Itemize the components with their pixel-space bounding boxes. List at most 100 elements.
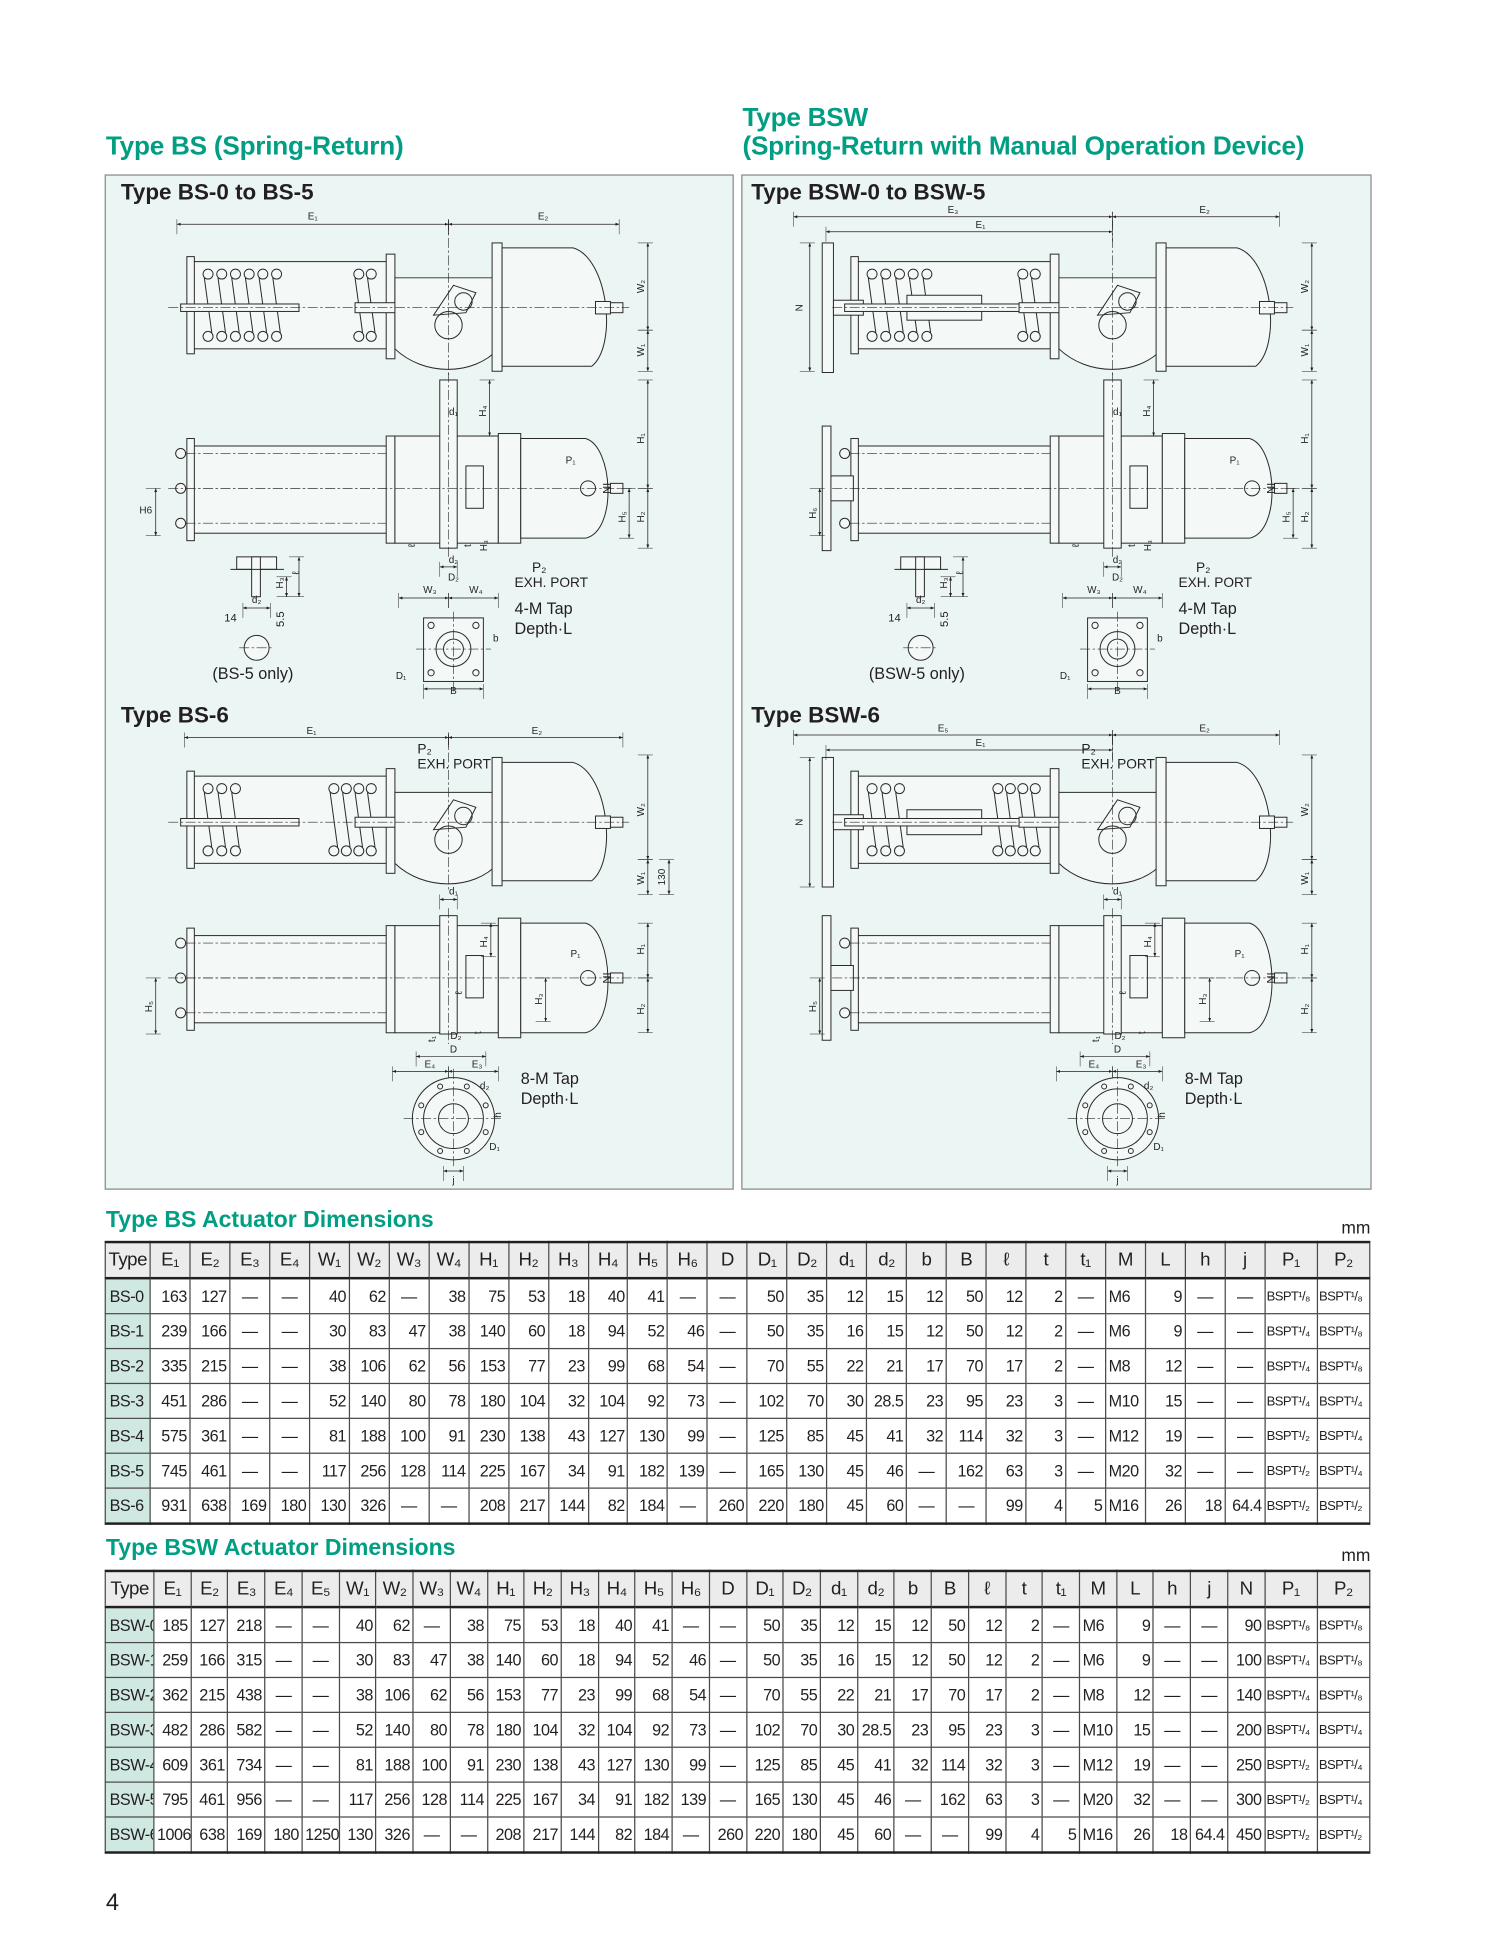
table-cell: BSPT¹/₂ <box>1316 1816 1371 1854</box>
table-cell: 99 <box>985 1487 1027 1525</box>
label-D2: D₂ <box>1114 1031 1125 1042</box>
table-cell: 100 <box>412 1746 451 1783</box>
table-cell: 70 <box>782 1711 821 1748</box>
label-P2: P₂ <box>532 560 546 575</box>
table-cell: 70 <box>746 1347 788 1385</box>
label-H1: H₁ <box>636 433 647 444</box>
table-cell: 140 <box>486 1641 525 1679</box>
spring-coil <box>866 268 878 280</box>
table-cell: BSPT¹/₄ <box>1316 1711 1371 1748</box>
table-cell: — <box>1065 1347 1107 1385</box>
table-cell: 45 <box>819 1781 858 1818</box>
label-E3: E₃ <box>472 1060 483 1071</box>
spring-coil <box>229 330 241 342</box>
spring-coil <box>893 845 905 857</box>
label-d1: d₁ <box>449 886 459 897</box>
table-cell: M6 <box>1078 1641 1118 1679</box>
table-cell: 38 <box>449 1606 488 1644</box>
table-cell: 38 <box>428 1313 470 1350</box>
column-header: H₆ <box>667 1241 709 1280</box>
spring-coil <box>1017 268 1029 280</box>
label-E1: E₁ <box>306 726 317 737</box>
table-cell: 106 <box>348 1347 390 1385</box>
column-header: b <box>893 1570 933 1609</box>
tap-hole <box>418 1129 425 1136</box>
table-cell: — <box>671 1606 710 1644</box>
table-cell: 62 <box>388 1347 430 1385</box>
yoke-arm <box>1096 799 1141 831</box>
table-cell: 32 <box>905 1417 947 1454</box>
table-cell: M6 <box>1104 1313 1146 1350</box>
table-cell: 734 <box>227 1746 266 1783</box>
table-cell: 28.5 <box>866 1382 908 1419</box>
bsw-section-subtitle: (Spring-Return with Manual Operation Dev… <box>742 132 1305 161</box>
table-cell: BSPT¹/₂ <box>1263 1746 1318 1783</box>
bs6-title: Type BS-6 <box>120 702 229 728</box>
column-header: b <box>905 1241 947 1280</box>
label-E2: E₂ <box>538 211 549 222</box>
column-header: D <box>706 1241 748 1280</box>
table-cell: — <box>388 1487 430 1525</box>
table-cell: 461 <box>189 1452 231 1489</box>
label-H4: H₄ <box>1143 936 1154 947</box>
bs-section-title: Type BS (Spring-Return) <box>105 132 404 161</box>
spring-coil <box>880 330 892 342</box>
table-cell: 47 <box>388 1313 430 1350</box>
table-cell: — <box>706 1347 748 1385</box>
table-cell: 28.5 <box>856 1711 896 1748</box>
table-cell: 104 <box>597 1711 636 1748</box>
table-cell: 165 <box>745 1781 784 1818</box>
spring-coil <box>921 268 933 280</box>
bs-table-unit: mm <box>1341 1217 1371 1238</box>
table-cell: M8 <box>1078 1676 1118 1713</box>
table-cell: 99 <box>587 1347 629 1385</box>
table-cell: 18 <box>560 1641 599 1679</box>
label-W2: W₂ <box>636 803 647 816</box>
spring-coil <box>992 845 1004 857</box>
table-cell: M16 <box>1078 1816 1118 1854</box>
table-cell: 166 <box>190 1641 229 1679</box>
column-header: D₂ <box>782 1570 821 1609</box>
table-cell: — <box>1189 1676 1229 1713</box>
column-header: Type <box>104 1241 151 1280</box>
table-cell: 35 <box>782 1641 821 1679</box>
label-W1: W₁ <box>636 871 647 884</box>
table-cell: 64.4 <box>1189 1816 1229 1854</box>
table-cell: 23 <box>560 1676 599 1713</box>
table-cell: — <box>1184 1452 1226 1489</box>
table-cell: 38 <box>308 1347 350 1385</box>
label-W3: W₃ <box>423 585 436 596</box>
type-cell: BSW-6 <box>104 1816 155 1854</box>
table-cell: 3 <box>1025 1382 1067 1419</box>
table-cell: 32 <box>560 1711 599 1748</box>
label-note: (BSW-5 only) <box>869 665 965 683</box>
table-cell: 260 <box>708 1816 747 1854</box>
tap-hole <box>1146 1102 1153 1109</box>
type-cell: BS-5 <box>104 1452 151 1489</box>
label-H3: H₃ <box>534 994 545 1005</box>
spring-coil <box>1017 783 1029 795</box>
label-H5: H₅ <box>144 1001 155 1012</box>
tie-rod-nut <box>839 937 851 949</box>
table-cell: — <box>1184 1417 1226 1454</box>
table-cell: 95 <box>945 1382 987 1419</box>
housing-end-flange <box>186 438 195 542</box>
table-cell: — <box>1189 1781 1229 1818</box>
table-cell: — <box>893 1816 933 1854</box>
table-cell: 166 <box>189 1313 231 1350</box>
table-cell: M8 <box>1104 1347 1146 1385</box>
table-cell: 256 <box>375 1781 414 1818</box>
spring-coil <box>893 783 905 795</box>
table-cell: BSPT¹/₂ <box>1264 1452 1318 1489</box>
tap-hole <box>1082 1102 1089 1109</box>
table-cell: 3 <box>1025 1452 1067 1489</box>
cylinder-flange <box>491 756 503 887</box>
table-cell: 2 <box>1025 1313 1067 1350</box>
table-cell: 130 <box>782 1781 821 1818</box>
table-cell: 326 <box>348 1487 390 1525</box>
table-cell: BSPT¹/₄ <box>1316 1452 1371 1489</box>
housing-flange <box>385 435 396 544</box>
